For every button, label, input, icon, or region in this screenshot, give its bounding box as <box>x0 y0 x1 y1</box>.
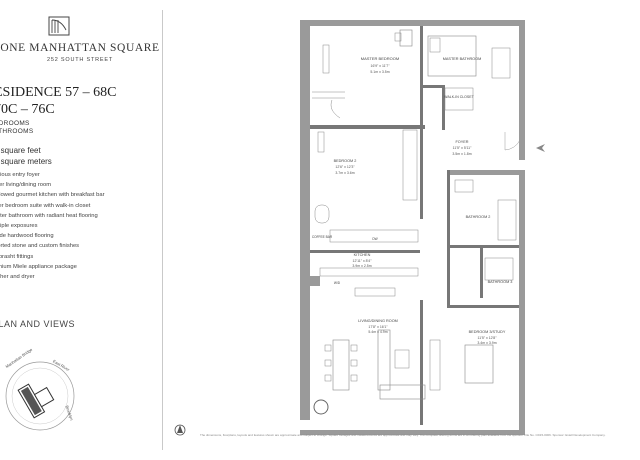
feature-item: ultiple exposures <box>0 223 38 230</box>
brand-name: ONE MANHATTAN SQUARE <box>0 42 160 54</box>
room-label-bathroom-2: BATHROOM 2 <box>466 215 491 219</box>
room-label-living-dining: LIVING/DINING ROOM <box>358 319 398 323</box>
room-label-walk-in-closet: WALK-IN CLOSET <box>444 95 474 99</box>
residence-line-2: 70C – 76C <box>0 102 55 117</box>
feature-item: asher and dryer <box>0 274 35 281</box>
appliance-label-dw: DW <box>372 237 377 241</box>
plant-icon <box>313 399 329 415</box>
north-arrow-icon <box>174 424 186 436</box>
room-count: EDROOMS ATHROOMS <box>0 120 33 136</box>
entry-arrow-icon <box>536 144 545 152</box>
bathrooms-count: ATHROOMS <box>0 128 34 135</box>
building-footprint-icon <box>17 383 55 419</box>
room-dim-master-bedroom: 16'9" x 11'7" <box>371 64 391 68</box>
area-info: 7 square feet 1 square meters <box>0 146 52 167</box>
plan-and-views-heading: PLAN AND VIEWS <box>0 319 76 329</box>
square-meters: 1 square meters <box>0 156 52 166</box>
feature-item: emium Miele appliance package <box>0 263 77 270</box>
feature-item: acious entry foyer <box>0 172 40 178</box>
room-label-coffee: COFFEE BAR <box>312 235 333 239</box>
square-feet: 7 square feet <box>0 146 41 155</box>
feature-item: rner living/dining room <box>0 182 52 189</box>
feature-item: ported stone and custom finishes <box>0 243 80 250</box>
disclaimer-text: The dimensions, floorplans, layouts and … <box>200 433 606 437</box>
room-label-bathroom-3: BATHROOM 3 <box>488 280 513 284</box>
features-list: acious entry foyer rner living/dining ro… <box>0 170 105 282</box>
room-dim-metric-kitchen: 3.9m x 2.5m <box>352 264 371 268</box>
room-label-bedroom-3: BEDROOM 3/STUDY <box>469 330 506 334</box>
room-label-foyer: FOYER <box>455 140 468 144</box>
views-compass-diagram: Manhattan Bridge East River Brooklyn <box>4 346 75 431</box>
room-label-bedroom-2: BEDROOM 2 <box>334 159 357 163</box>
room-label-master-bathroom: MASTER BATHROOM <box>443 57 482 61</box>
feature-item: mbrasht fittings <box>0 253 34 260</box>
compass-ring <box>5 361 75 431</box>
room-label-master-bedroom: MASTER BEDROOM <box>361 56 399 61</box>
room-label-kitchen: KITCHEN <box>354 253 371 257</box>
feature-item: ster bedroom suite with walk-in closet <box>0 202 91 209</box>
room-dim-metric-foyer: 3.5m x 1.8m <box>452 152 471 156</box>
residence-line-1: ESIDENCE 57 – 68C <box>0 85 117 100</box>
info-panel: ONE MANHATTAN SQUARE 252 SOUTH STREET ES… <box>0 0 162 460</box>
street-address: 252 SOUTH STREET <box>47 57 113 63</box>
dining-table <box>332 339 350 391</box>
room-dim-foyer: 11'5" x 5'11" <box>453 146 472 150</box>
room-dim-metric-bedroom-3: 3.4m x 3.9m <box>477 341 496 345</box>
bedrooms-count: EDROOMS <box>0 120 30 127</box>
room-dim-kitchen: 12'11" x 8'4" <box>353 259 373 263</box>
panel-divider <box>162 10 163 450</box>
interior-walls <box>310 26 519 425</box>
feature-item: aster bathroom with radiant heat floorin… <box>0 212 98 219</box>
residence-title: ESIDENCE 57 – 68C 70C – 76C <box>0 84 117 118</box>
room-dim-living-dining: 17'8" x 16'1" <box>368 325 388 329</box>
feature-item: ndowed gourmet kitchen with breakfast ba… <box>0 192 105 199</box>
appliance-label-wd: W/D <box>334 281 341 285</box>
room-dim-metric-living-dining: 5.4m x 4.9m <box>368 330 387 334</box>
room-dim-bedroom-2: 12'6" x 12'3" <box>335 165 355 169</box>
feature-item: wide hardwood flooring <box>0 233 54 240</box>
room-dim-metric-master-bedroom: 5.1m x 3.5m <box>370 70 389 74</box>
compass-label-brooklyn: Brooklyn <box>64 405 74 421</box>
building-logo-icon <box>48 16 70 36</box>
room-dim-metric-bedroom-2: 3.7m x 3.6m <box>335 171 354 175</box>
room-dim-bedroom-3: 11'5" x 12'8" <box>478 336 498 340</box>
exterior-walls <box>300 20 525 435</box>
